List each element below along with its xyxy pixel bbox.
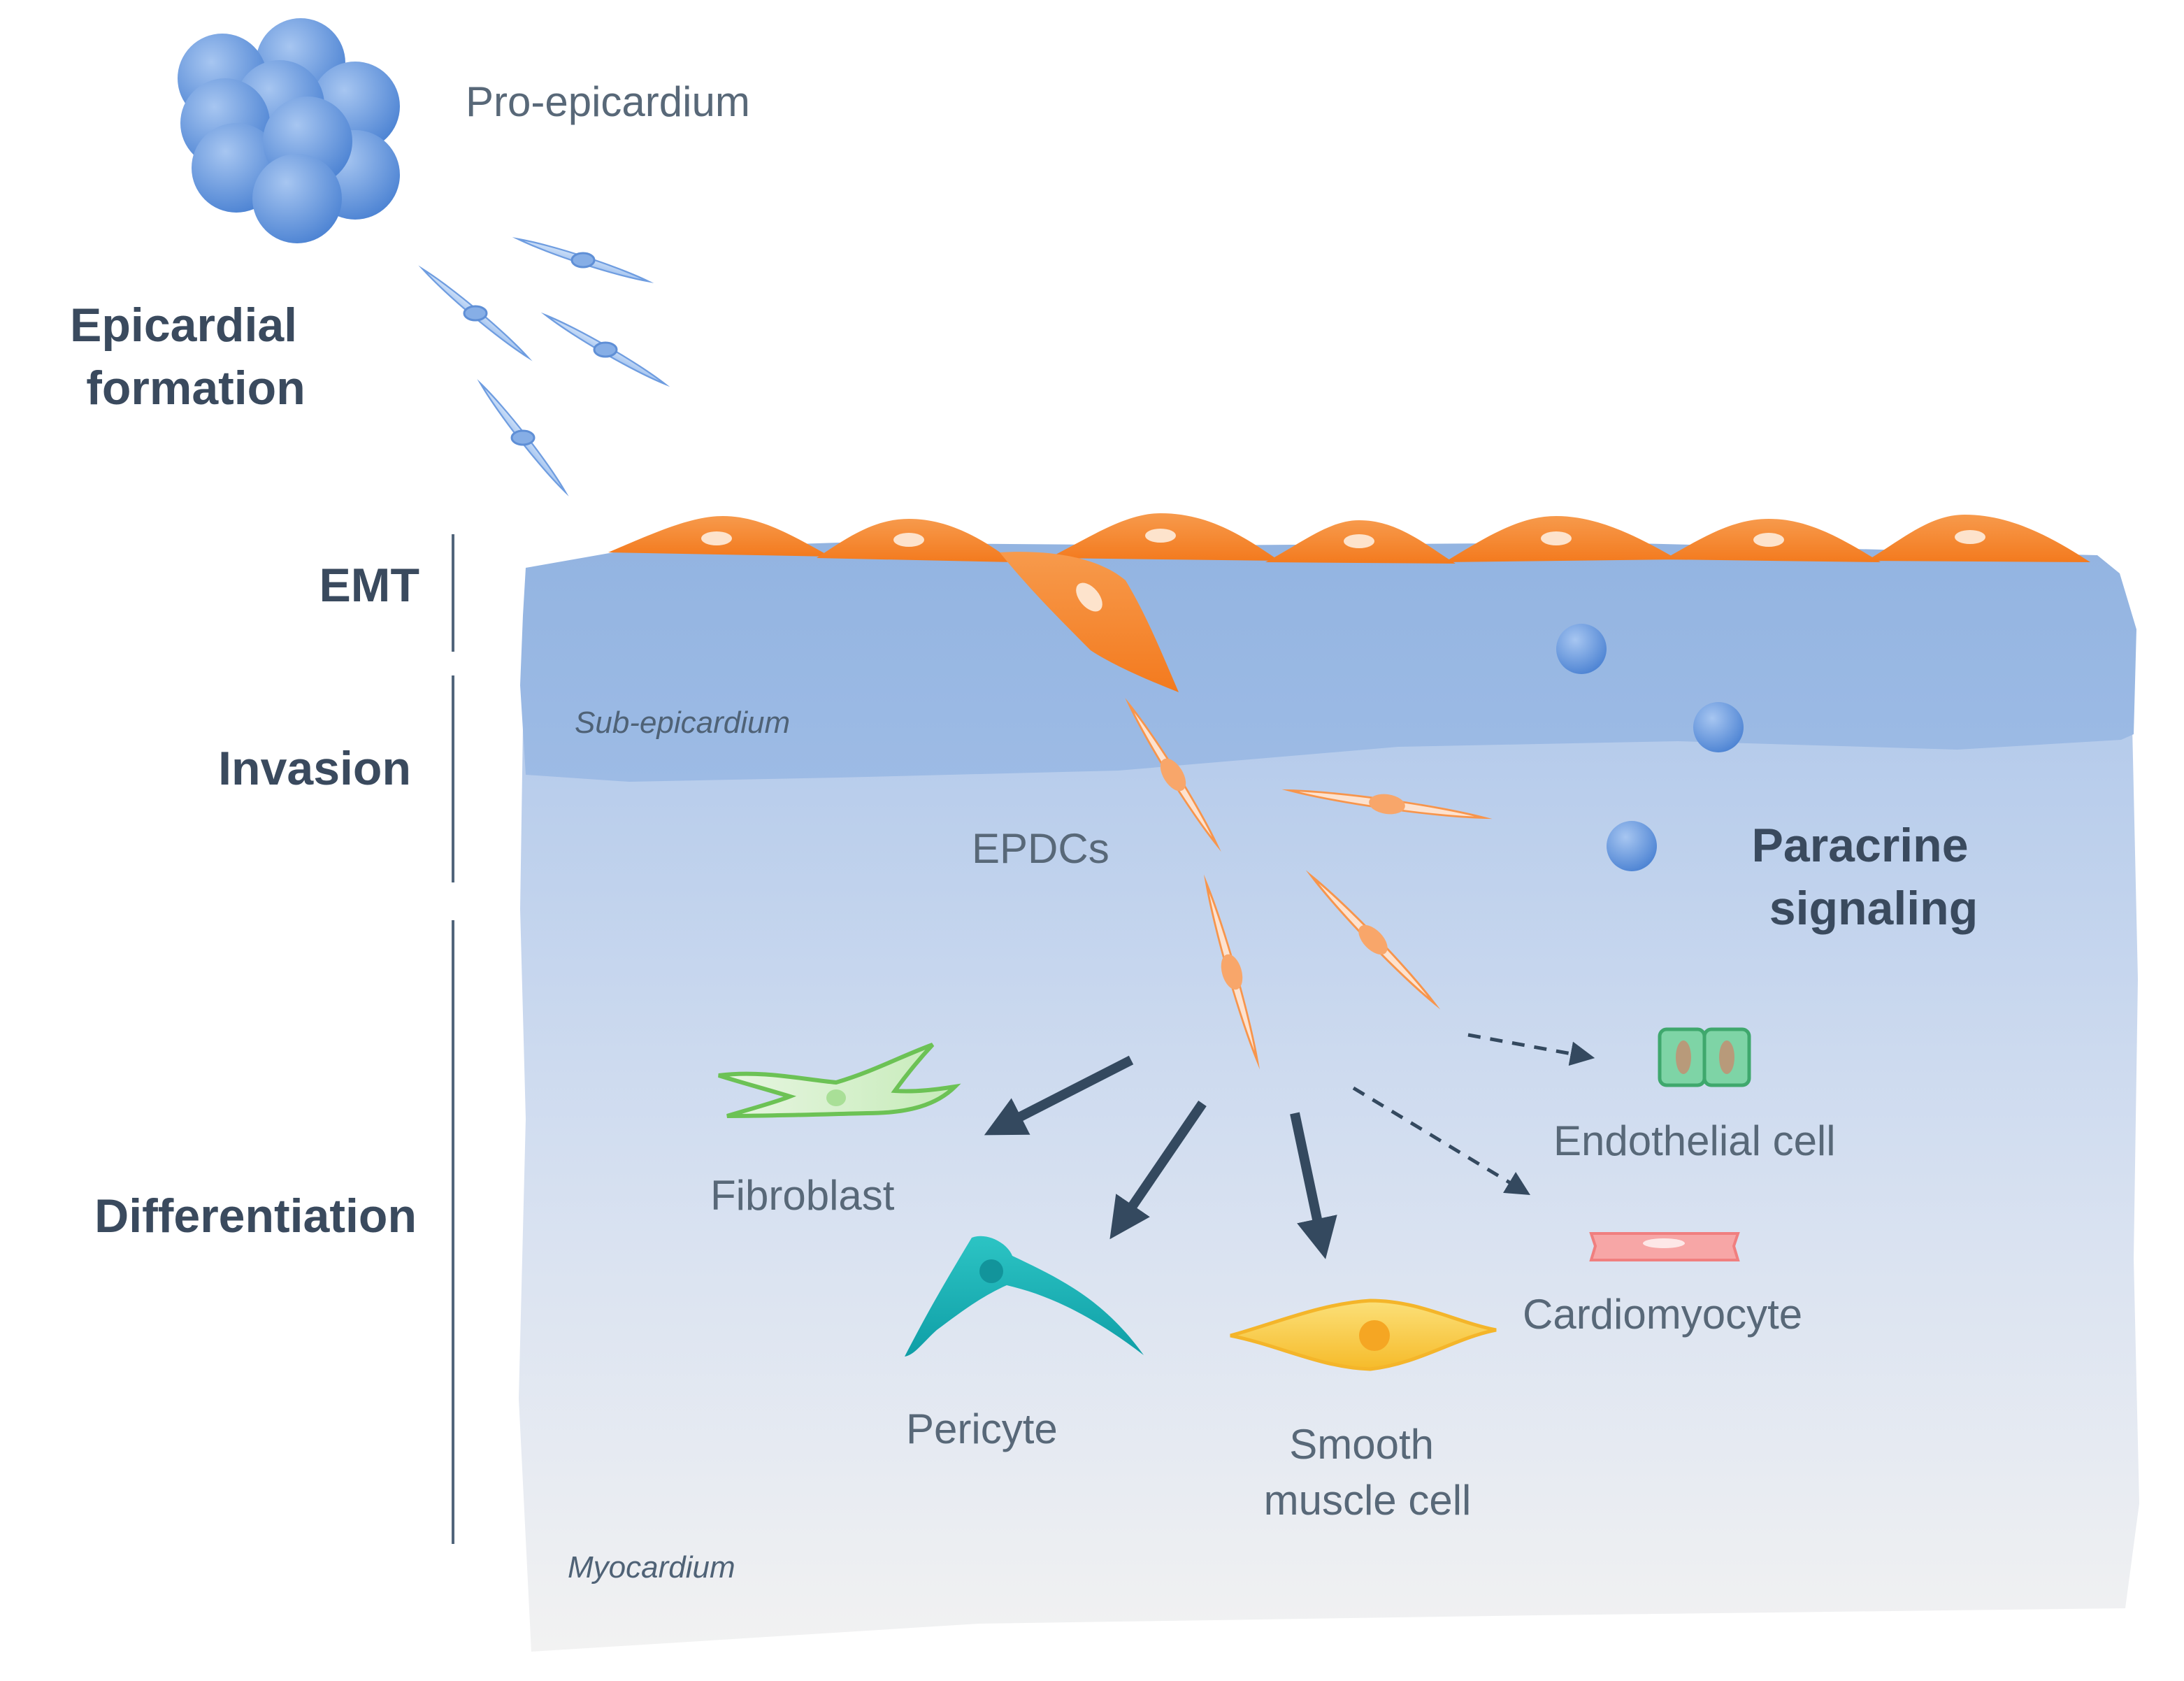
paracrine-line2: signaling bbox=[1769, 882, 1978, 935]
epicardial-cell bbox=[1265, 520, 1456, 564]
arrow-to-fibroblast bbox=[984, 1055, 1134, 1136]
epdc-cells bbox=[1126, 703, 1485, 1061]
stage-emt: EMT bbox=[319, 559, 419, 612]
smooth-muscle-line1: Smooth bbox=[1289, 1421, 1434, 1468]
paracrine-line1: Paracrine bbox=[1752, 819, 1969, 872]
arrow-to-pericyte bbox=[1109, 1101, 1207, 1240]
stage-epicardial-formation: Epicardial formation bbox=[70, 299, 310, 415]
epdcs-label: EPDCs bbox=[972, 825, 1109, 872]
cardiomyocyte-cell bbox=[1589, 1232, 1740, 1261]
paracrine-signaling-label: Paracrine signaling bbox=[1752, 819, 1982, 935]
stage-differentiation: Differentiation bbox=[94, 1189, 417, 1243]
paracrine-molecules bbox=[1556, 624, 1744, 871]
arrow-to-smooth-muscle bbox=[1290, 1112, 1337, 1259]
arrow-to-endothelial bbox=[1467, 1033, 1595, 1066]
pericyte-label: Pericyte bbox=[906, 1405, 1058, 1452]
smooth-muscle-cell bbox=[1230, 1299, 1497, 1371]
proepicardium-label: Pro-epicardium bbox=[466, 78, 750, 125]
fibroblast-cell bbox=[718, 1043, 961, 1118]
epicardial-cell bbox=[817, 519, 1014, 562]
cardiomyocyte-label: Cardiomyocyte bbox=[1523, 1291, 1802, 1338]
mesothelial-cells bbox=[421, 236, 667, 494]
epicardial-cell bbox=[1867, 515, 2090, 562]
smooth-muscle-line2: muscle cell bbox=[1264, 1477, 1472, 1524]
epicardial-cell-layer bbox=[608, 513, 2090, 692]
subepicardium-layer bbox=[520, 543, 2136, 782]
subepicardium-label: Sub-epicardium bbox=[575, 706, 790, 740]
smooth-muscle-label: Smooth muscle cell bbox=[1264, 1421, 1472, 1524]
endothelial-label: Endothelial cell bbox=[1553, 1117, 1836, 1164]
differentiation-arrows bbox=[984, 1033, 1595, 1259]
stage-invasion: Invasion bbox=[218, 742, 411, 795]
proepicardium-cluster bbox=[178, 18, 400, 243]
fibroblast-label: Fibroblast bbox=[710, 1172, 895, 1219]
stage-epicardial-formation-line2: formation bbox=[86, 362, 306, 415]
stage-epicardial-formation-line1: Epicardial bbox=[70, 299, 297, 352]
endothelial-cell bbox=[1658, 1027, 1751, 1087]
myocardium-label: Myocardium bbox=[568, 1550, 735, 1585]
epicardial-cell bbox=[608, 516, 831, 557]
emt-cell bbox=[1000, 552, 1179, 692]
arrow-to-cardiomyocyte bbox=[1352, 1086, 1530, 1196]
pericyte-cell bbox=[905, 1236, 1144, 1357]
epicardial-cell bbox=[1664, 519, 1881, 562]
myocardium-layer bbox=[519, 727, 2139, 1652]
epicardial-cell bbox=[1049, 513, 1279, 561]
epicardial-cell bbox=[1444, 516, 1678, 562]
